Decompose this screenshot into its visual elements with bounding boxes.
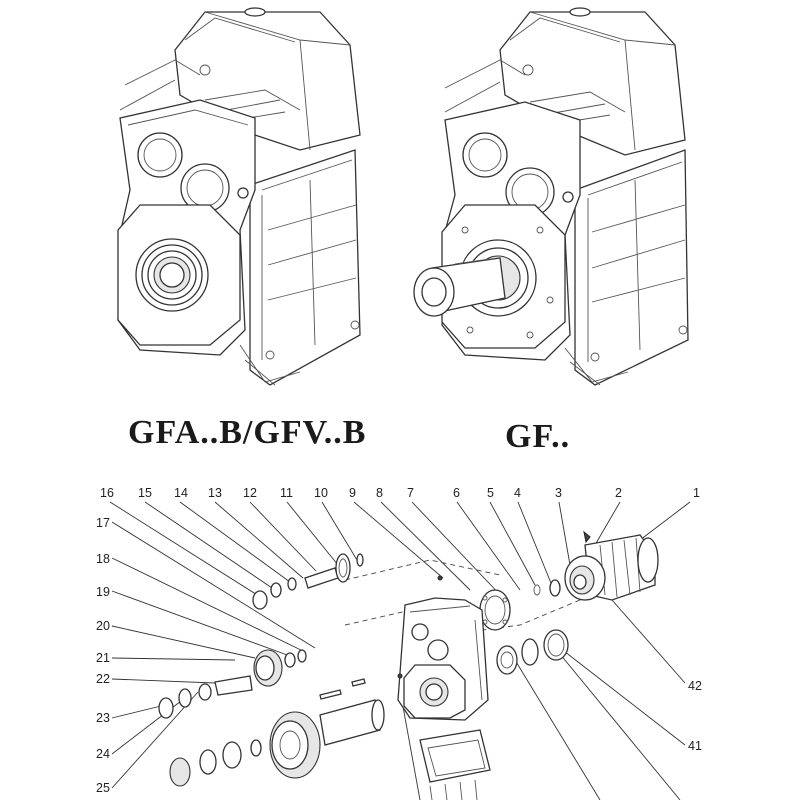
model-caption-solid-shaft: GF.. — [505, 418, 571, 455]
part-number-15: 15 — [138, 486, 152, 500]
intermediate-gear-part — [158, 649, 307, 719]
part-number-24: 24 — [96, 747, 110, 761]
part-number-12: 12 — [243, 486, 257, 500]
part-number-6: 6 — [453, 486, 460, 500]
pinion-shaft-part — [252, 553, 364, 610]
part-number-8: 8 — [376, 486, 383, 500]
part-number-16: 16 — [100, 486, 114, 500]
part-number-41: 41 — [688, 739, 702, 753]
bearing-part — [496, 645, 518, 675]
part-number-row-top: 16 15 14 13 12 11 10 9 8 7 6 5 4 3 2 1 — [100, 486, 700, 500]
bottom-cover-part — [419, 729, 491, 800]
gearbox-housing-part — [397, 575, 489, 721]
part-number-2: 2 — [615, 486, 622, 500]
part-number-9: 9 — [349, 486, 356, 500]
part-number-13: 13 — [208, 486, 222, 500]
part-number-22: 22 — [96, 672, 110, 686]
part-number-3: 3 — [555, 486, 562, 500]
part-number-18: 18 — [96, 552, 110, 566]
model-caption-hollow-shaft: GFA..B/GFV..B — [128, 414, 367, 451]
part-number-21: 21 — [96, 651, 110, 665]
gearbox-illustrations — [117, 7, 689, 386]
part-number-10: 10 — [314, 486, 328, 500]
output-gear-part — [169, 678, 385, 787]
motor-part — [564, 530, 659, 601]
part-number-17: 17 — [96, 516, 110, 530]
part-number-7: 7 — [407, 486, 414, 500]
coupling-part — [549, 579, 561, 597]
part-number-19: 19 — [96, 585, 110, 599]
part-number-1: 1 — [693, 486, 700, 500]
gearbox-solid-shaft-drawing — [413, 7, 689, 386]
part-number-20: 20 — [96, 619, 110, 633]
part-number-42: 42 — [688, 679, 702, 693]
circlip-part — [521, 638, 539, 666]
part-number-11: 11 — [280, 486, 293, 500]
gearbox-hollow-shaft-drawing — [117, 7, 361, 386]
part-number-14: 14 — [174, 486, 188, 500]
part-number-23: 23 — [96, 711, 110, 725]
part-number-column-left: 17 18 19 20 21 22 23 24 25 — [96, 516, 110, 795]
part-number-25: 25 — [96, 781, 110, 795]
part-number-4: 4 — [514, 486, 521, 500]
part-number-5: 5 — [487, 486, 494, 500]
